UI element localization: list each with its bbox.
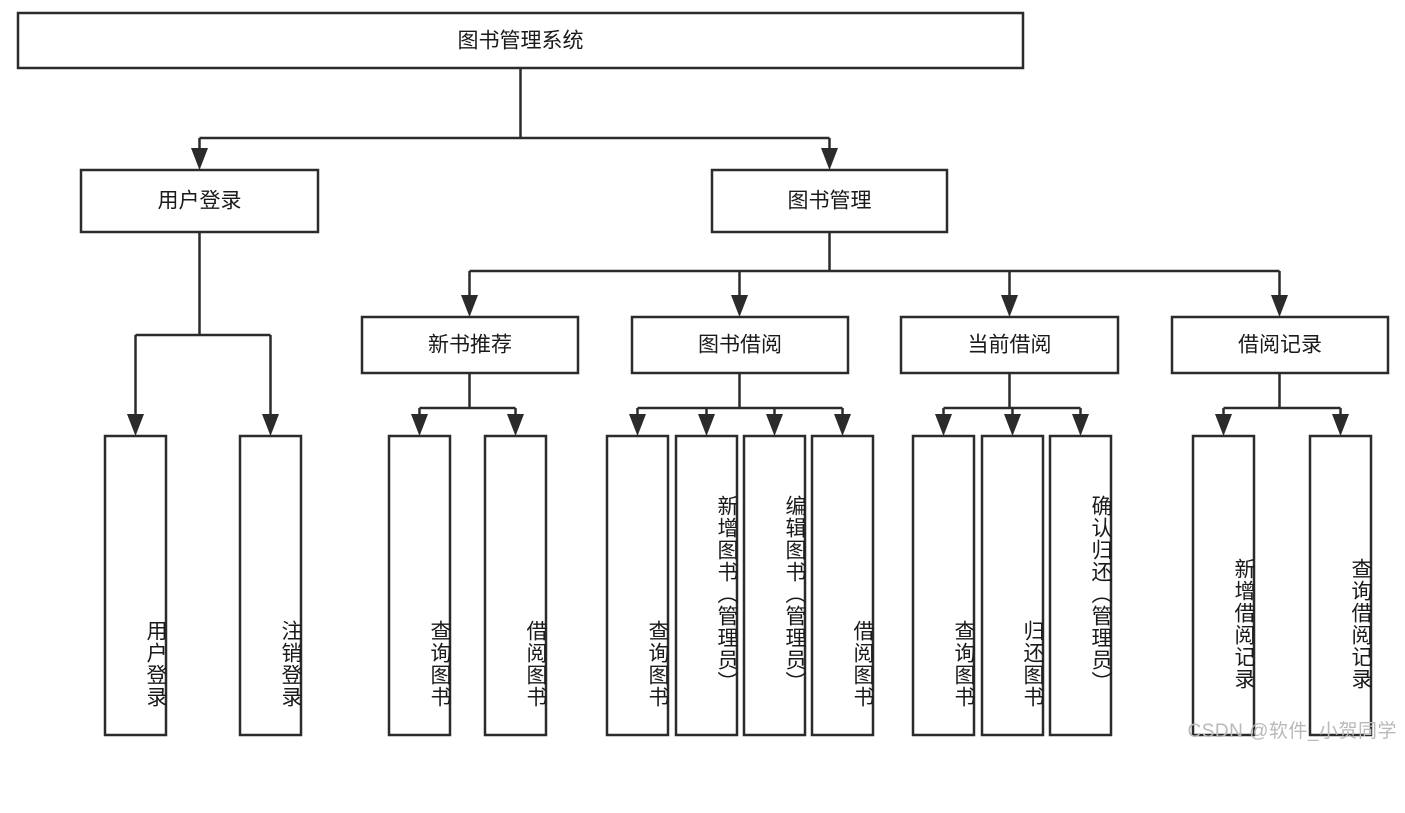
diagram-canvas: 图书管理系统 用户登录 图书管理 新书推荐 图书借阅 当前借阅 借阅记录 xyxy=(16,11,1390,737)
leaf-add-borrow-record-box[interactable] xyxy=(1191,434,1256,737)
node-book-borrow-label: 图书借阅 xyxy=(698,334,782,357)
arrow-to-current-borrow-icon xyxy=(1001,295,1018,317)
arrow-leaf-query-book-borrow-icon xyxy=(629,414,646,436)
node-user-login[interactable]: 用户登录 xyxy=(79,168,320,234)
arrow-leaf-query-book-rec-icon xyxy=(411,414,428,436)
arrow-leaf-add-book-admin-icon xyxy=(698,414,715,436)
leaf-box-group xyxy=(103,434,1373,737)
arrow-leaf-logout-icon xyxy=(262,414,279,436)
node-book-borrow[interactable]: 图书借阅 xyxy=(630,315,850,375)
node-root[interactable]: 图书管理系统 xyxy=(16,11,1025,70)
node-current-borrow-box[interactable] xyxy=(899,315,1120,375)
node-new-book-recommend-label: 新书推荐 xyxy=(428,334,512,357)
arrow-leaf-query-book-cur-icon xyxy=(935,414,952,436)
arrow-leaf-borrow-book-rec-icon xyxy=(507,414,524,436)
leaf-borrow-book-rec-box[interactable] xyxy=(483,434,548,737)
connector-group-borrow-record xyxy=(1215,373,1349,436)
connector-group-book-borrow xyxy=(629,373,851,436)
connector-group-new-book-recommend xyxy=(411,373,524,436)
connector-group-user-login xyxy=(127,232,279,436)
node-current-borrow[interactable]: 当前借阅 xyxy=(899,315,1120,375)
watermark: CSDN @软件_小贺同学 xyxy=(1187,721,1397,742)
leaf-query-book-rec-box[interactable] xyxy=(387,434,452,737)
leaf-add-book-admin-box[interactable] xyxy=(674,434,739,737)
leaf-query-book-borrow-box[interactable] xyxy=(605,434,670,737)
node-user-login-box[interactable] xyxy=(79,168,320,234)
node-borrow-record-box[interactable] xyxy=(1170,315,1390,375)
node-borrow-record-label: 借阅记录 xyxy=(1238,334,1322,357)
arrow-leaf-return-book-icon xyxy=(1004,414,1021,436)
arrow-root-to-book-manage-icon xyxy=(821,148,838,170)
connector-group-current-borrow xyxy=(935,373,1089,436)
arrow-leaf-confirm-return-admin-icon xyxy=(1072,414,1089,436)
node-book-manage[interactable]: 图书管理 xyxy=(710,168,949,234)
arrow-root-to-user-login-icon xyxy=(191,148,208,170)
arrow-leaf-user-login-icon xyxy=(127,414,144,436)
node-new-book-recommend[interactable]: 新书推荐 xyxy=(360,315,580,375)
node-borrow-record[interactable]: 借阅记录 xyxy=(1170,315,1390,375)
leaf-logout-box[interactable] xyxy=(238,434,303,737)
leaf-return-book-box[interactable] xyxy=(980,434,1045,737)
connector-group-root xyxy=(191,68,838,170)
node-root-box[interactable] xyxy=(16,11,1025,70)
arrow-leaf-query-borrow-record-icon xyxy=(1332,414,1349,436)
node-user-login-label: 用户登录 xyxy=(158,190,242,213)
arrow-leaf-add-borrow-record-icon xyxy=(1215,414,1232,436)
leaf-edit-book-admin-box[interactable] xyxy=(742,434,807,737)
functional-structure-diagram: 图书管理系统 用户登录 图书管理 新书推荐 图书借阅 当前借阅 借阅记录 xyxy=(16,11,1397,742)
leaf-borrow-book-box[interactable] xyxy=(810,434,875,737)
connector-group-book-manage xyxy=(461,232,1288,317)
leaf-user-login-box[interactable] xyxy=(103,434,168,737)
node-root-label: 图书管理系统 xyxy=(458,30,584,53)
leaf-confirm-return-admin-box[interactable] xyxy=(1048,434,1113,737)
arrow-leaf-edit-book-admin-icon xyxy=(766,414,783,436)
leaf-query-book-cur-box[interactable] xyxy=(911,434,976,737)
arrow-to-book-borrow-icon xyxy=(731,295,748,317)
node-book-manage-box[interactable] xyxy=(710,168,949,234)
node-book-manage-label: 图书管理 xyxy=(788,190,872,213)
node-new-book-recommend-box[interactable] xyxy=(360,315,580,375)
node-book-borrow-box[interactable] xyxy=(630,315,850,375)
arrow-to-borrow-record-icon xyxy=(1271,295,1288,317)
arrow-leaf-borrow-book-icon xyxy=(834,414,851,436)
arrow-to-new-book-recommend-icon xyxy=(461,295,478,317)
leaf-query-borrow-record-box[interactable] xyxy=(1308,434,1373,737)
node-current-borrow-label: 当前借阅 xyxy=(968,334,1052,357)
